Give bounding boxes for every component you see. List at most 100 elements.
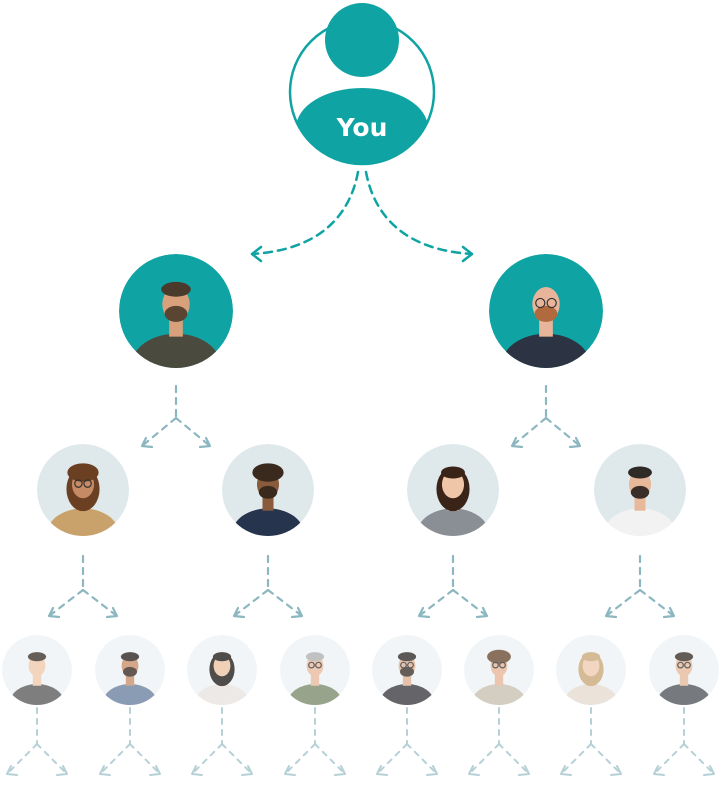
connector-branch	[544, 416, 582, 448]
avatar-shirt	[501, 333, 591, 368]
avatar-photo	[594, 444, 686, 536]
connectors	[6, 170, 715, 776]
avatar-beard	[630, 485, 650, 499]
connector-branch	[6, 743, 38, 775]
connector-branch	[314, 743, 346, 775]
connector-branch	[140, 416, 178, 448]
avatar-shirt	[102, 684, 158, 705]
avatar-photo	[95, 635, 165, 705]
avatar-hair	[161, 281, 191, 297]
avatar-photo	[556, 635, 626, 705]
arrow-chevron-icon	[56, 765, 68, 776]
arrow-chevron-icon	[610, 765, 622, 776]
avatar-beard	[534, 305, 558, 322]
connector-branch	[191, 743, 223, 775]
glasses-icon	[308, 661, 315, 669]
arrow-chevron-icon	[149, 765, 161, 776]
arrow-chevron-icon	[191, 765, 203, 776]
avatar-neck	[634, 494, 646, 511]
connector-branch	[604, 588, 642, 618]
root-label: You	[336, 113, 388, 142]
avatar-neck	[539, 316, 553, 337]
connector-branch	[417, 588, 455, 618]
avatar-hair	[674, 652, 694, 662]
glasses-icon	[684, 661, 691, 669]
member-nodes	[2, 254, 719, 705]
connector-branch	[99, 743, 131, 775]
avatar-shirt	[47, 508, 119, 536]
connector-branch	[81, 588, 119, 618]
avatar-neck	[125, 673, 135, 686]
connector-fork	[468, 707, 530, 776]
avatar-photo	[2, 635, 72, 705]
avatar-neck	[402, 673, 412, 686]
avatar-neck	[679, 673, 689, 686]
connector-branch	[510, 416, 548, 448]
glasses-icon	[407, 661, 414, 669]
connector-fork	[232, 554, 304, 619]
avatar-photo	[464, 635, 534, 705]
arrow-chevron-icon	[232, 606, 246, 619]
avatar-hair	[305, 652, 325, 662]
connector-fork	[560, 707, 622, 776]
avatar-hair	[487, 649, 511, 664]
connector-fork	[140, 384, 212, 449]
connector-branch	[266, 588, 304, 618]
avatar-photo	[489, 254, 603, 368]
connector-curve-right	[364, 170, 474, 256]
connector-branch	[590, 743, 622, 775]
connector-branch	[47, 588, 85, 618]
arrow-chevron-icon	[334, 765, 346, 776]
avatar-neck	[169, 316, 183, 337]
glasses-icon	[74, 479, 83, 488]
avatar-photo	[280, 635, 350, 705]
avatar-photo	[119, 254, 233, 368]
root-node: You	[288, 3, 436, 166]
avatar-neck	[310, 673, 320, 686]
avatar-photo	[187, 635, 257, 705]
avatar-shirt	[471, 684, 527, 705]
glasses-icon	[677, 661, 684, 669]
connector-curve-left	[250, 170, 360, 256]
arrow-chevron-icon	[468, 765, 480, 776]
connector-fork	[653, 707, 715, 776]
avatar-beard	[123, 666, 137, 677]
arrow-chevron-icon	[6, 765, 18, 776]
avatar-photo	[407, 444, 499, 536]
connector-branch	[406, 743, 438, 775]
arrow-chevron-icon	[290, 606, 304, 619]
arrow-chevron-icon	[426, 765, 438, 776]
avatar-photo	[222, 444, 314, 536]
arrow-chevron-icon	[284, 765, 296, 776]
connector-branch	[284, 743, 316, 775]
glasses-icon	[546, 297, 557, 309]
connector-branch	[221, 743, 253, 775]
connector-branch	[232, 588, 270, 618]
glasses-icon	[535, 297, 546, 309]
arrow-chevron-icon	[703, 765, 715, 776]
connector-branch	[560, 743, 592, 775]
arrow-chevron-icon	[475, 606, 489, 619]
avatar-shirt	[656, 684, 712, 705]
avatar-shirt	[379, 684, 435, 705]
avatar-hair	[27, 652, 47, 662]
avatar-beard	[400, 666, 414, 677]
avatar-hair	[67, 463, 99, 482]
connector-fork	[376, 707, 438, 776]
glasses-icon	[83, 479, 92, 488]
person-icon	[325, 3, 399, 77]
connector-branch	[683, 743, 715, 775]
avatar-hair	[212, 652, 232, 662]
arrow-chevron-icon	[662, 606, 676, 619]
connector-branch	[129, 743, 161, 775]
connector-fork	[47, 554, 119, 619]
connector-fork	[99, 707, 161, 776]
avatar-photo	[649, 635, 719, 705]
connector-fork	[6, 707, 68, 776]
avatar-hair	[120, 652, 140, 662]
avatar-beard	[258, 485, 278, 499]
glasses-icon	[492, 661, 499, 669]
arrow-chevron-icon	[241, 765, 253, 776]
